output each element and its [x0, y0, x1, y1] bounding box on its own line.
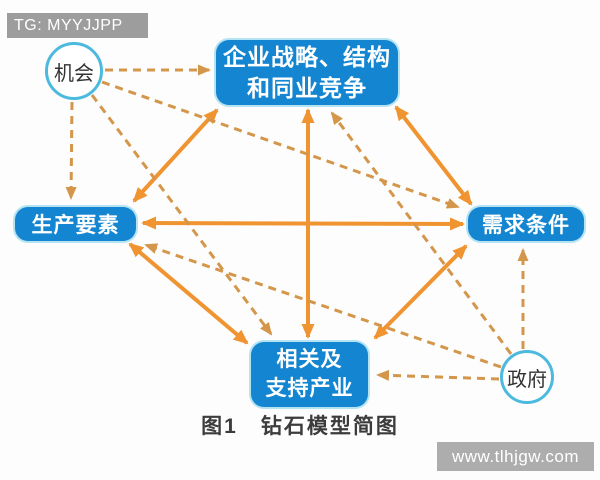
watermark-label: www.tlhjgw.com	[452, 447, 579, 466]
edge-chance-demand	[101, 80, 460, 209]
edge-chance-related	[90, 94, 273, 336]
node-label-line: 需求条件	[482, 214, 570, 237]
node-label-line: 支持产业	[265, 376, 354, 400]
figure-caption-label: 图1 钻石模型简图	[201, 415, 399, 438]
node-label-line: 相关及	[276, 348, 343, 372]
node-government-circle: 政府	[500, 350, 554, 404]
edge-strategy-factors	[132, 108, 219, 203]
edge-factors-related	[128, 242, 249, 345]
node-label-line: 生产要素	[31, 214, 120, 237]
node-factor-conditions: 生产要素	[15, 207, 136, 241]
edge-factors-demand	[141, 216, 465, 231]
edge-related-demand	[373, 244, 468, 340]
node-label-line: 和同业竞争	[247, 74, 367, 101]
website-watermark: www.tlhjgw.com	[437, 442, 594, 471]
edge-government-related	[376, 369, 500, 381]
node-related-supporting-industries: 相关及 支持产业	[251, 342, 368, 407]
edge-government-factors	[144, 243, 502, 369]
node-chance-circle: 机会	[45, 42, 103, 100]
figure-caption: 图1 钻石模型简图	[150, 410, 450, 440]
node-label-line: 机会	[54, 62, 94, 85]
banner-label: TG: MYYJJPP	[14, 17, 123, 34]
node-firm-strategy-structure-rivalry: 企业战略、结构 和同业竞争	[216, 40, 398, 105]
node-label-line: 政府	[507, 368, 547, 391]
edge-strategy-demand	[394, 105, 473, 206]
node-demand-conditions: 需求条件	[468, 207, 584, 241]
edge-chance-factors	[65, 101, 77, 200]
telegram-watermark-banner: TG: MYYJJPP	[7, 13, 148, 38]
node-label-line: 企业战略、结构	[223, 44, 391, 71]
